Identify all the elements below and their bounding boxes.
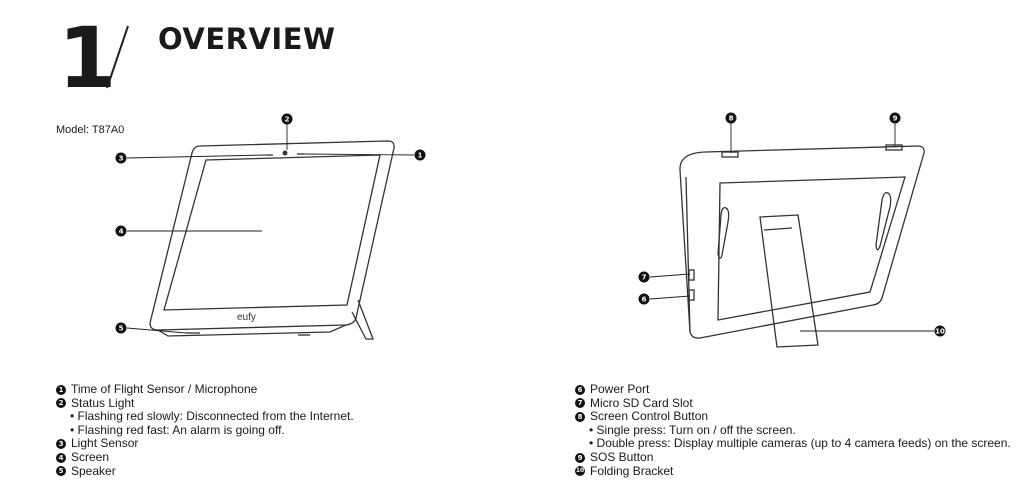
legend-label: Light Sensor — [71, 436, 139, 451]
svg-text:2: 2 — [285, 116, 290, 124]
svg-text:5: 5 — [119, 325, 124, 333]
svg-text:3: 3 — [119, 155, 124, 163]
legend-subitem: Double press: Display multiple cameras (… — [575, 437, 1011, 451]
marker-2: 2 — [281, 113, 293, 125]
svg-text:7: 7 — [642, 274, 647, 282]
legend-item-4: 4 Screen — [56, 449, 354, 465]
number-badge: 4 — [56, 452, 66, 463]
chapter-slash-divider — [106, 25, 129, 89]
legend-item-7: 7 Micro SD Card Slot — [575, 395, 1011, 411]
legend-subitem: Flashing red fast: An alarm is going off… — [56, 423, 354, 438]
number-badge: 7 — [575, 398, 585, 409]
front-legend: 1 Time of Flight Sensor / Microphone 2 Sta… — [56, 382, 354, 479]
number-badge: 1 — [56, 384, 66, 395]
number-badge: 2 — [56, 398, 66, 409]
front-view-diagram — [149, 140, 395, 340]
legend-item-5: 5 Speaker — [56, 463, 354, 479]
marker-10: 10 — [934, 325, 946, 337]
legend-item-3: 3 Light Sensor — [56, 437, 354, 451]
marker-6: 6 — [638, 293, 650, 305]
legend-label: Time of Flight Sensor / Microphone — [71, 382, 258, 396]
legend-label: Status Light — [71, 395, 135, 410]
front-markers: 2 3 1 4 5 — [115, 113, 426, 334]
legend-label: Micro SD Card Slot — [590, 395, 693, 410]
model-number: Model: T87A0 — [56, 124, 125, 136]
marker-8: 8 — [725, 112, 737, 124]
legend-subitem: Single press: Turn on / off the screen. — [575, 423, 1011, 438]
svg-text:6: 6 — [642, 296, 647, 304]
svg-text:10: 10 — [935, 328, 945, 336]
legend-item-8: 8 Screen Control Button — [575, 410, 1011, 424]
legend-label: SOS Button — [590, 449, 654, 464]
front-callouts — [126, 124, 415, 334]
back-markers: 8 9 7 6 10 — [638, 112, 946, 337]
number-badge: 8 — [575, 411, 585, 422]
number-badge: 9 — [575, 452, 585, 463]
legend-label: Speaker — [71, 463, 116, 478]
legend-subitem: Flashing red slowly: Disconnected from t… — [56, 410, 354, 424]
back-callouts — [649, 123, 934, 332]
svg-text:9: 9 — [893, 115, 898, 123]
legend-label: Power Port — [590, 382, 650, 396]
number-badge: 3 — [56, 439, 66, 450]
legend-item-10: 10 Folding Bracket — [575, 463, 1011, 479]
legend-label: Folding Bracket — [590, 463, 674, 478]
marker-4: 4 — [115, 225, 127, 237]
legend-item-6: 6 Power Port — [575, 382, 1011, 397]
legend-item-2: 2 Status Light — [56, 395, 354, 411]
legend-item-9: 9 SOS Button — [575, 449, 1011, 465]
chapter-title: OVERVIEW — [158, 22, 336, 56]
back-legend: 6 Power Port 7 Micro SD Card Slot 8 Screen … — [575, 382, 1011, 479]
marker-5: 5 — [115, 322, 127, 334]
marker-1: 1 — [414, 149, 426, 161]
number-badge: 6 — [575, 384, 585, 395]
legend-label: Screen Control Button — [590, 409, 709, 424]
svg-text:8: 8 — [729, 115, 734, 123]
legend-label: Screen — [71, 449, 110, 464]
svg-text:1: 1 — [418, 152, 423, 160]
number-badge: 5 — [56, 466, 66, 477]
back-view-diagram — [679, 144, 925, 348]
svg-text:4: 4 — [119, 228, 124, 236]
number-badge: 10 — [575, 466, 585, 477]
device-logo: eufy — [237, 312, 256, 323]
marker-3: 3 — [115, 152, 127, 164]
marker-9: 9 — [889, 112, 901, 124]
legend-item-1: 1 Time of Flight Sensor / Microphone — [56, 382, 354, 397]
marker-7: 7 — [638, 271, 650, 283]
